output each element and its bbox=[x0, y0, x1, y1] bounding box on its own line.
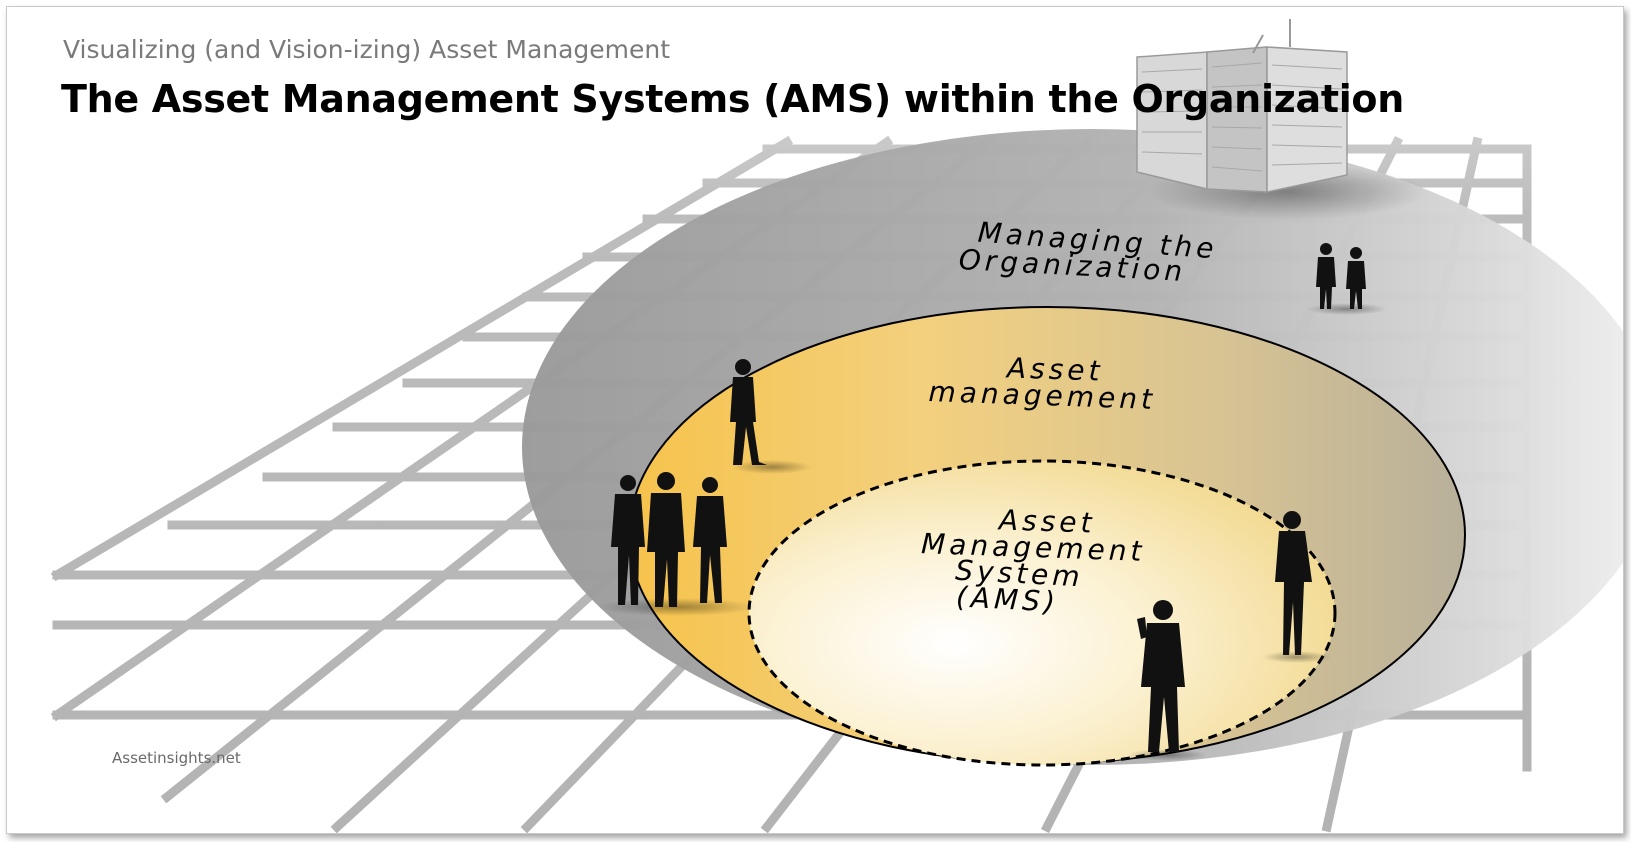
inner-label-line2: Management bbox=[921, 527, 1146, 568]
slide-frame: Managing the Organization Asset manageme… bbox=[6, 6, 1624, 834]
page-subtitle: Visualizing (and Vision-izing) Asset Man… bbox=[63, 35, 671, 64]
page-title: The Asset Management Systems (AMS) withi… bbox=[61, 77, 1404, 121]
middle-label-line2: management bbox=[928, 375, 1157, 416]
inner-ellipse-ams bbox=[747, 459, 1337, 767]
office-buildings-icon bbox=[1136, 19, 1427, 220]
worker-silhouette-icon bbox=[1127, 600, 1207, 761]
footer-credit: Assetinsights.net bbox=[112, 749, 241, 767]
inner-label-line4: (AMS) bbox=[955, 580, 1060, 618]
inner-label-line1: Asset bbox=[997, 503, 1097, 539]
people-silhouette-icon bbox=[597, 243, 1387, 663]
inner-label-line3: System bbox=[955, 554, 1085, 594]
scene: Managing the Organization Asset manageme… bbox=[7, 7, 1623, 833]
middle-label-line1: Asset bbox=[1005, 351, 1105, 387]
